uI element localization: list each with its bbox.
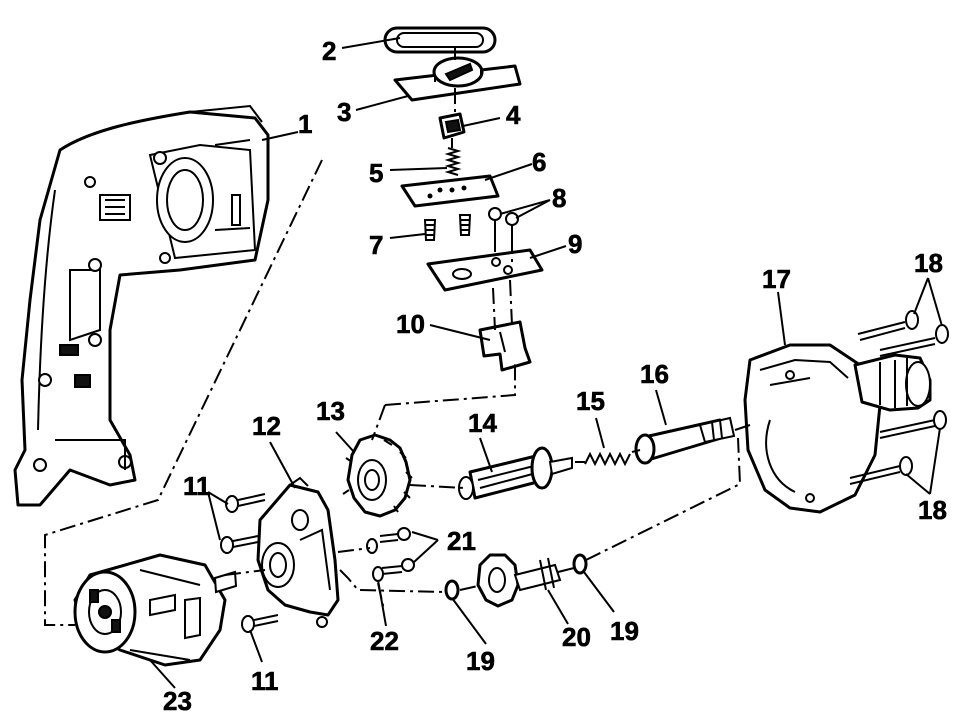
spring-small <box>444 147 462 176</box>
label-part-4: 4 <box>506 100 521 130</box>
motor <box>73 553 238 667</box>
label-part-18-lower: 18 <box>918 495 947 525</box>
label-part-2: 2 <box>322 36 336 66</box>
label-part-6: 6 <box>532 147 546 177</box>
label-part-11-upper: 11 <box>183 471 211 501</box>
label-part-10: 10 <box>396 309 425 339</box>
label-part-19-left: 19 <box>466 646 495 676</box>
gear-shaft <box>476 553 562 608</box>
label-part-21: 21 <box>447 526 476 556</box>
slide-plate <box>393 56 522 102</box>
screw-pair-7 <box>423 214 472 241</box>
label-part-15: 15 <box>576 386 605 416</box>
part-labels: 1 2 3 4 5 6 7 8 9 10 11 11 12 13 14 15 1… <box>163 36 948 717</box>
label-part-13: 13 <box>316 396 345 426</box>
label-part-17: 17 <box>762 264 791 294</box>
contact-plate <box>400 174 500 208</box>
clip <box>478 320 532 372</box>
screws-21 <box>379 527 415 575</box>
label-part-20: 20 <box>562 622 591 652</box>
label-part-8: 8 <box>552 183 566 213</box>
label-part-18-upper: 18 <box>914 248 943 278</box>
label-part-23: 23 <box>163 686 192 716</box>
switch-button <box>438 112 466 140</box>
label-part-3: 3 <box>337 97 351 127</box>
gear-case <box>743 343 932 514</box>
bracket-plate <box>426 248 544 292</box>
label-part-22: 22 <box>370 626 399 656</box>
label-part-7: 7 <box>369 230 383 260</box>
label-part-16: 16 <box>640 359 669 389</box>
gear-plate <box>256 476 340 628</box>
screws-11 <box>220 493 279 633</box>
switch-boot <box>383 26 497 54</box>
label-part-19-right: 19 <box>610 616 639 646</box>
o-rings-19 <box>444 553 588 601</box>
spring-large <box>584 451 631 467</box>
assembly-centerlines <box>44 46 751 626</box>
washers-22 <box>366 538 384 582</box>
screws-18 <box>849 310 949 485</box>
label-part-9: 9 <box>568 229 582 259</box>
label-part-14: 14 <box>468 408 497 438</box>
label-part-12: 12 <box>252 411 281 441</box>
leader-lines <box>149 37 943 689</box>
spindle <box>634 416 736 465</box>
label-part-5: 5 <box>369 158 383 188</box>
pinion-shaft <box>458 446 573 500</box>
housing-half <box>13 104 270 507</box>
label-part-11-lower: 11 <box>251 666 279 696</box>
label-part-1: 1 <box>298 109 312 139</box>
spur-gear <box>342 433 413 518</box>
